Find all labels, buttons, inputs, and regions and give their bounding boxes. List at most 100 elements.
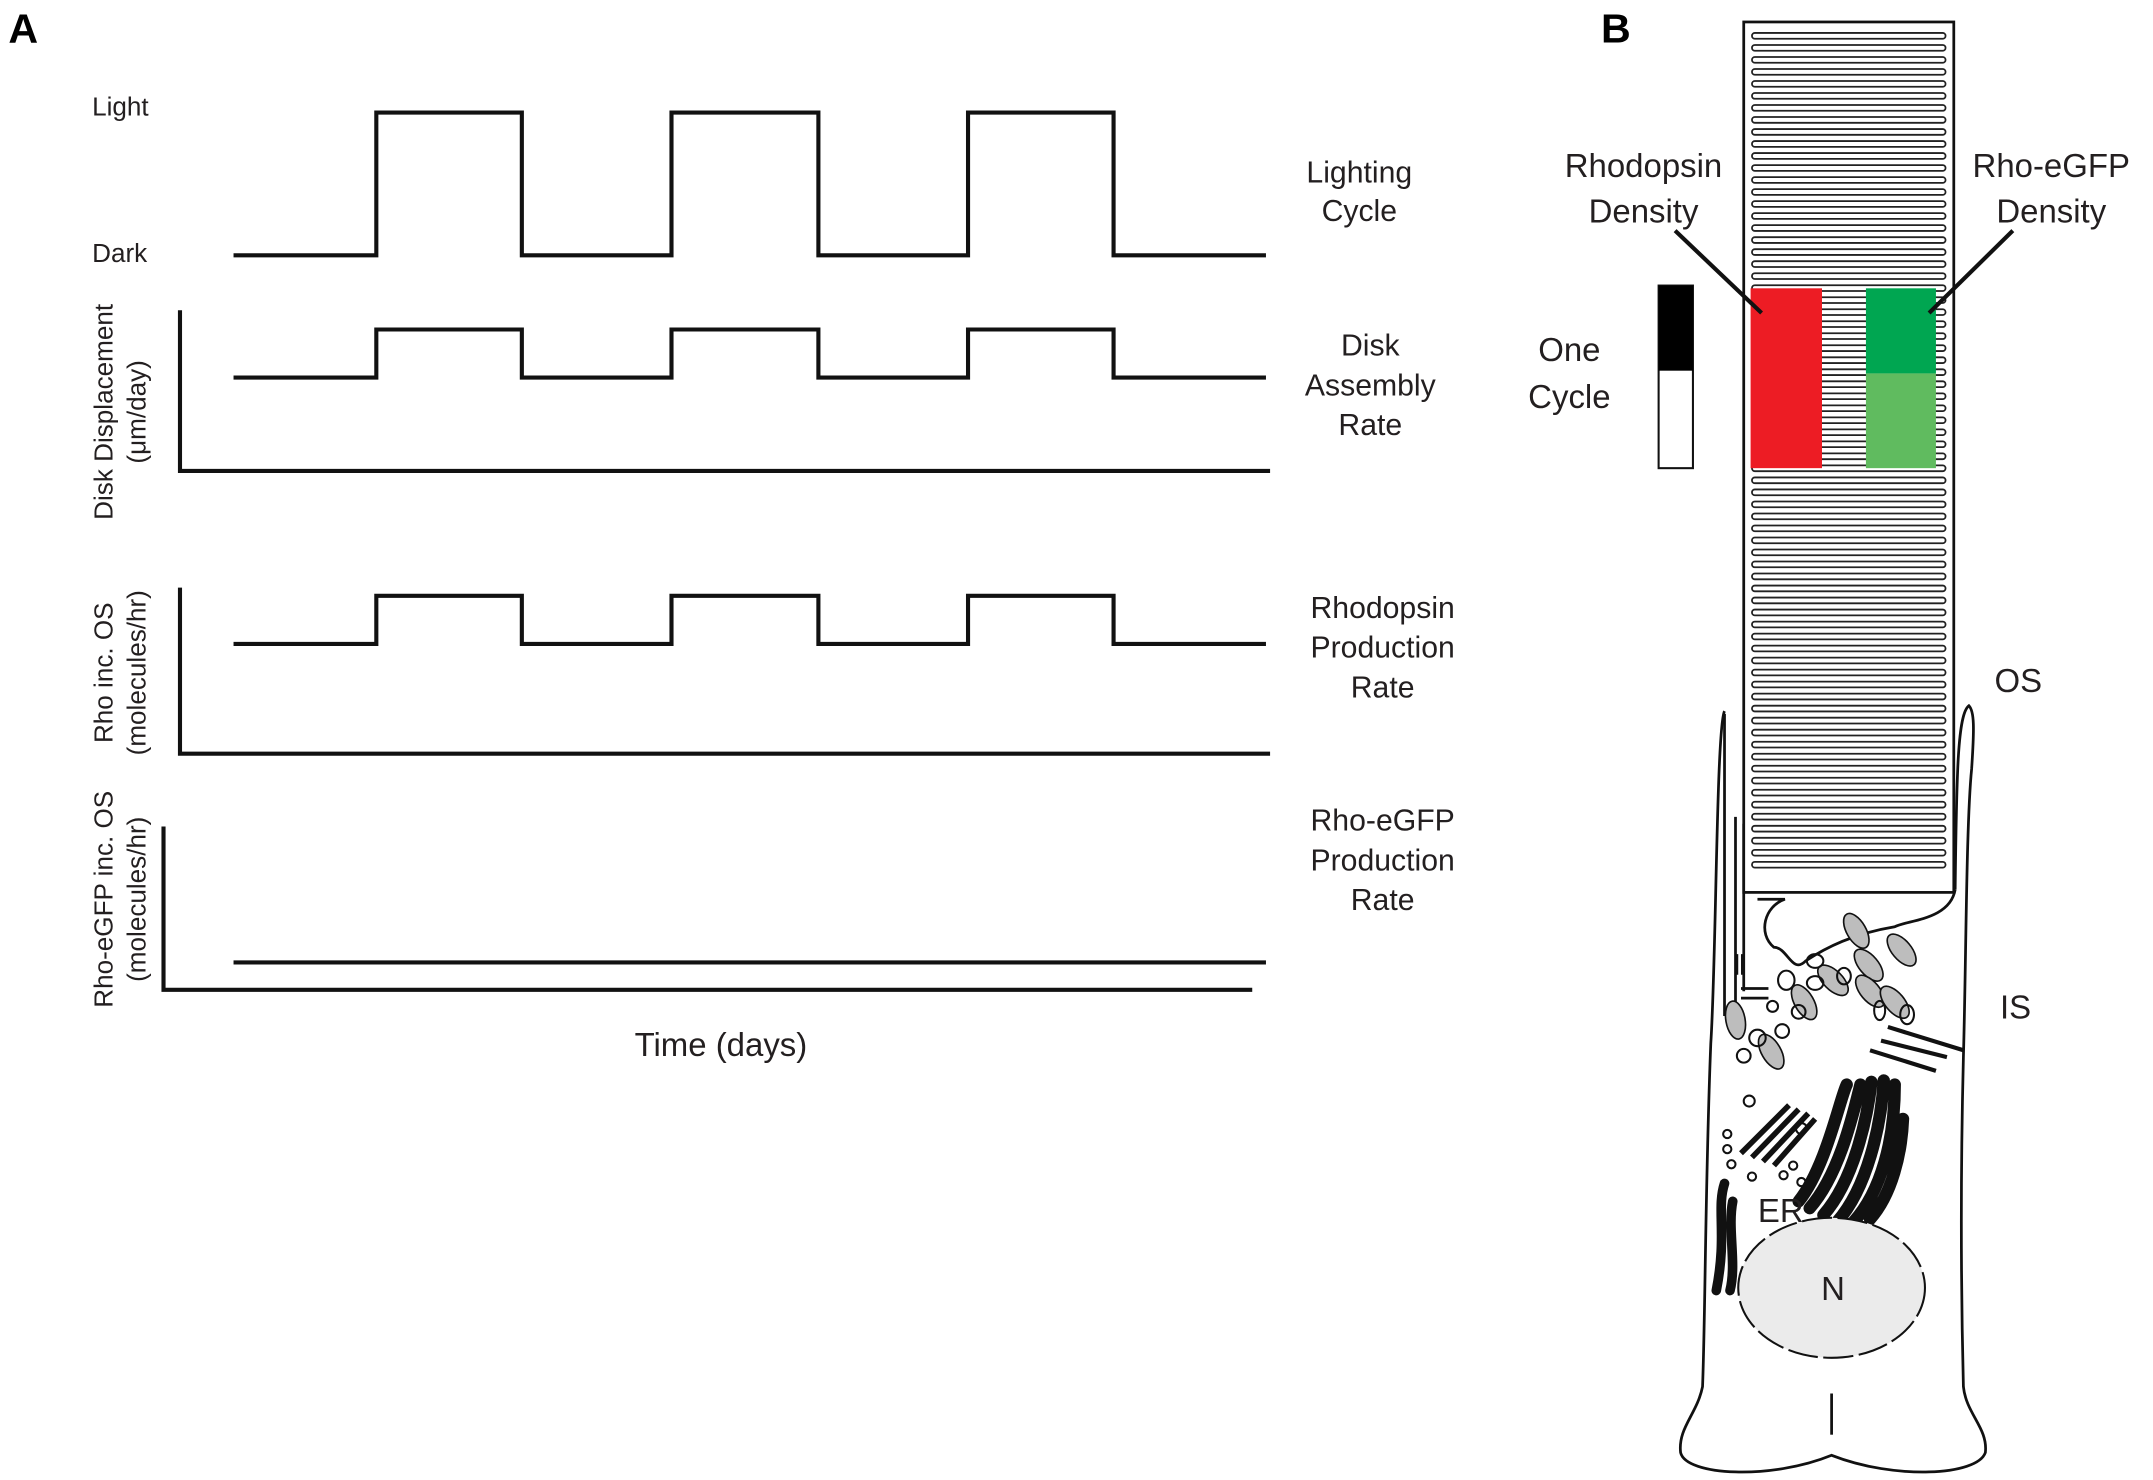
- plot-disk-y-label: (μm/day): [122, 360, 152, 463]
- x-axis-label: Time (days): [635, 1026, 808, 1063]
- disk: [1751, 716, 1947, 725]
- disk: [1751, 92, 1947, 100]
- disk: [1751, 32, 1947, 40]
- cycle-label-2: Cycle: [1528, 378, 1610, 415]
- nucleus: [1737, 1216, 1926, 1359]
- plot-rho-label: Rate: [1351, 671, 1415, 704]
- disk: [1751, 236, 1947, 244]
- disk: [1751, 104, 1947, 112]
- disk: [1751, 704, 1947, 713]
- plot-egfp-y-label: (molecules/hr): [122, 817, 152, 982]
- plot-egfp-label: Rate: [1351, 884, 1415, 917]
- mitochondrion-icon: [1853, 948, 1884, 982]
- disk: [1751, 656, 1947, 665]
- disk: [1751, 668, 1947, 677]
- disk: [1751, 80, 1947, 88]
- egfp-label-1: Rho-eGFP: [1973, 147, 2130, 184]
- egfp-density-bar-light: [1865, 373, 1936, 469]
- plot-rho-label: Rhodopsin: [1310, 592, 1454, 625]
- disk: [1751, 740, 1947, 749]
- nucleus-label: N: [1821, 1270, 1845, 1307]
- plot-disk-axes: [177, 310, 1271, 473]
- disk: [1751, 212, 1947, 220]
- disk: [1751, 488, 1947, 497]
- plot-rho-y-label: Rho inc. OS: [89, 602, 119, 743]
- disk: [1751, 692, 1947, 701]
- egfp-pointer: [1927, 229, 2015, 315]
- disk: [1751, 248, 1947, 256]
- plot-rho-label: Production: [1310, 632, 1454, 665]
- disk: [1751, 224, 1947, 232]
- disk: [1751, 860, 1947, 869]
- disk: [1751, 188, 1947, 196]
- one-cycle-dark-phase: [1658, 285, 1693, 371]
- disk: [1751, 536, 1947, 545]
- disk: [1751, 548, 1947, 557]
- disk: [1751, 44, 1947, 52]
- disk: [1751, 272, 1947, 280]
- cycle-label-1: One: [1538, 331, 1600, 368]
- is-label: IS: [2000, 989, 2031, 1026]
- disk: [1751, 788, 1947, 797]
- disk: [1751, 800, 1947, 809]
- disk: [1751, 644, 1947, 653]
- plot-egfp-y-label: Rho-eGFP inc. OS: [89, 791, 119, 1008]
- disk: [1751, 464, 1947, 473]
- os-label: OS: [1995, 662, 2043, 699]
- disk: [1751, 620, 1947, 629]
- plot-rho-y-label: (molecules/hr): [122, 590, 152, 755]
- plot-lighting-label: Cycle: [1322, 195, 1397, 228]
- light-label: Light: [92, 91, 149, 121]
- mitochondrion-icon: [1816, 964, 1849, 997]
- is-os-junction: [1757, 889, 1957, 967]
- mitochondrion-icon: [1886, 933, 1917, 967]
- disk: [1751, 500, 1947, 509]
- egfp-density-bar-dark: [1865, 288, 1936, 374]
- plot-egfp-label: Rho-eGFP: [1311, 805, 1455, 838]
- rough-er: [1711, 1074, 1910, 1296]
- rhodopsin-label-2: Density: [1589, 192, 1699, 229]
- disk: [1751, 608, 1947, 617]
- disk: [1751, 752, 1947, 761]
- disk: [1751, 284, 1947, 292]
- plot-disk-trace: [233, 327, 1266, 380]
- plot-lighting-label: Lighting: [1306, 157, 1412, 190]
- rhodopsin-pointer: [1673, 229, 1764, 315]
- mitochondrion-icon: [1724, 1000, 1747, 1040]
- disk: [1751, 584, 1947, 593]
- disk: [1751, 152, 1947, 160]
- disk: [1751, 572, 1947, 581]
- disk: [1751, 632, 1947, 641]
- mitochondrion-icon: [1790, 984, 1818, 1021]
- disk: [1751, 728, 1947, 737]
- disk: [1751, 260, 1947, 268]
- mitochondrion-icon: [1842, 912, 1870, 949]
- disk: [1751, 524, 1947, 533]
- panel-b-letter: B: [1601, 6, 1631, 52]
- golgi: [1739, 1024, 1965, 1168]
- panel-a: A Light Dark LightingCycleDiskAssemblyRa…: [8, 6, 1454, 1063]
- plot-rho-trace: [233, 593, 1266, 646]
- disk: [1751, 176, 1947, 184]
- calyceal-process: [1723, 713, 1746, 1016]
- plot-disk-label: Assembly: [1305, 369, 1437, 402]
- disk: [1751, 560, 1947, 569]
- disk: [1751, 824, 1947, 833]
- disk: [1751, 200, 1947, 208]
- mitochondrion-icon: [1854, 974, 1886, 1009]
- disk: [1751, 128, 1947, 136]
- dark-label: Dark: [92, 238, 148, 268]
- plot-lighting-trace: [233, 110, 1266, 258]
- disk: [1751, 140, 1947, 148]
- disk: [1751, 848, 1947, 857]
- plot-egfp-axes: [161, 826, 1253, 992]
- disk: [1751, 836, 1947, 845]
- basal-body-icon: [1735, 954, 1769, 1000]
- inner-segment-outline: [1679, 703, 1987, 1474]
- disk: [1751, 764, 1947, 773]
- egfp-label-2: Density: [1996, 192, 2106, 229]
- disk: [1751, 116, 1947, 124]
